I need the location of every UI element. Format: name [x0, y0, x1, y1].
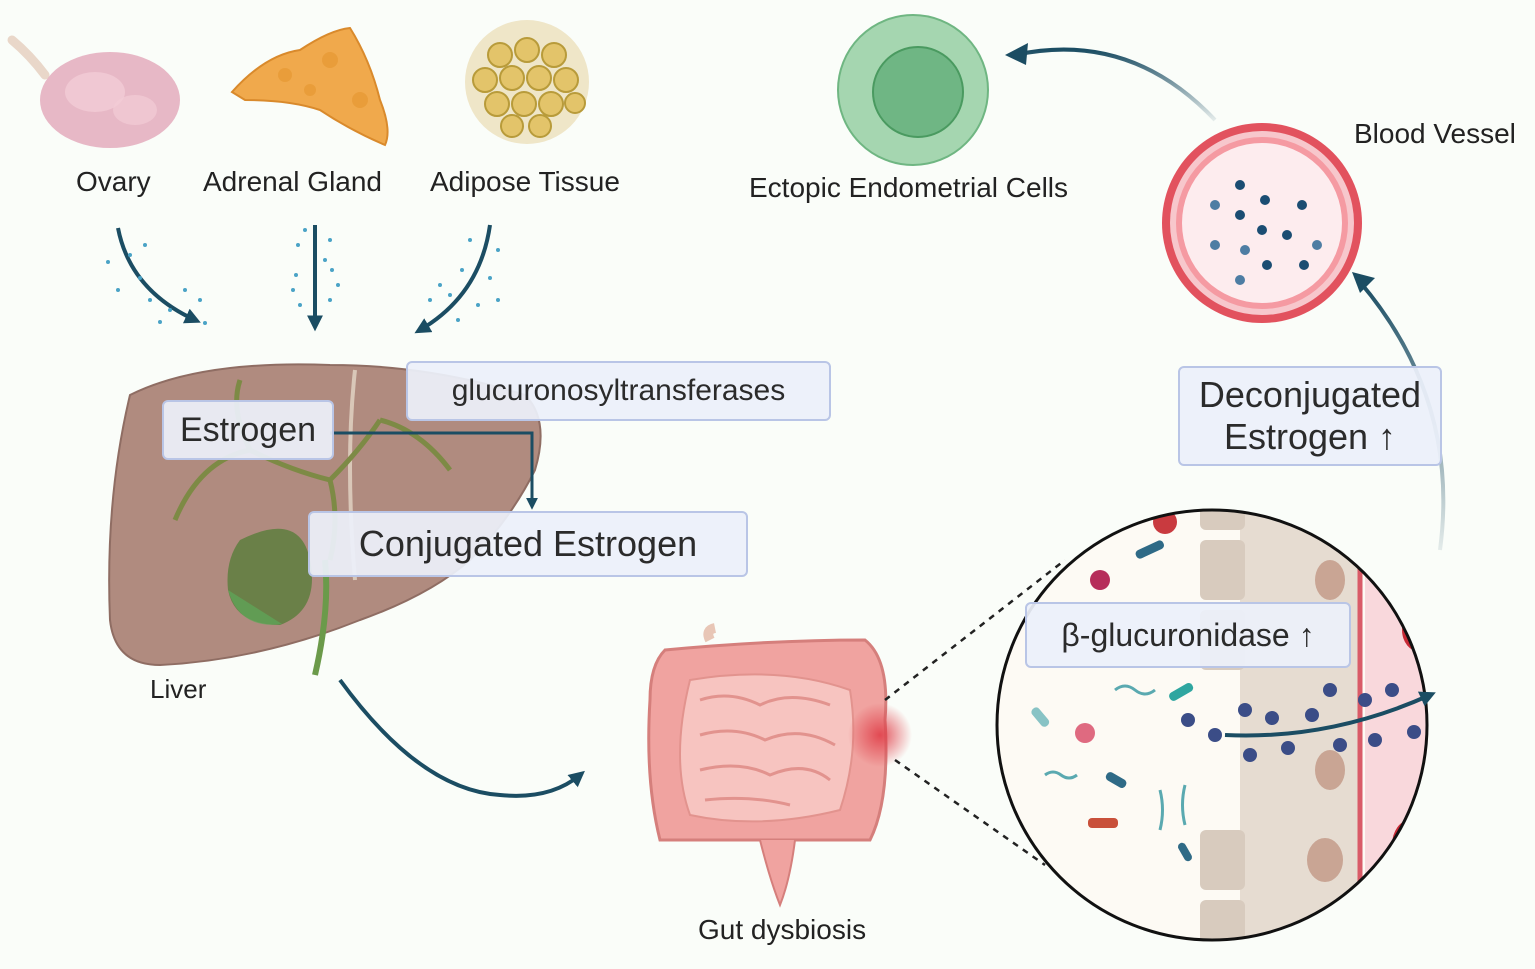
liver-label: Liver — [150, 674, 207, 704]
absorption-arrow — [1224, 691, 1436, 738]
adipose-tissue-label: Adipose Tissue — [430, 166, 620, 197]
blood-vessel-illustration — [1162, 123, 1362, 323]
vessel-to-ectopic-arrow — [1014, 47, 1217, 122]
glucuronosyltransferases-box: glucuronosyltransferases — [406, 361, 831, 421]
blood-vessel-label: Blood Vessel — [1354, 118, 1516, 149]
vessel-to-ectopic-arrowhead — [1005, 43, 1028, 65]
deconjugated-line-1: Deconjugated — [1198, 374, 1422, 415]
ectopic-cell-illustration — [837, 14, 989, 166]
deconjugated-line-2: Estrogen ↑ — [1223, 416, 1397, 457]
ectopic-cells-label: Ectopic Endometrial Cells — [749, 172, 1069, 203]
gut-dysbiosis-label: Gut dysbiosis — [698, 914, 867, 945]
source-arrows — [106, 224, 500, 334]
gut-to-vessel-arrowhead — [1352, 272, 1375, 293]
zoom-line-top — [884, 559, 1066, 701]
adrenal-gland-illustration — [230, 26, 389, 147]
estrogen-box: Estrogen — [162, 400, 334, 460]
deconjugated-estrogen-box: Deconjugated Estrogen ↑ — [1178, 366, 1442, 466]
liver-to-gut-arrow — [338, 678, 585, 798]
conjugation-arrow — [330, 431, 538, 510]
ovary-illustration — [7, 35, 180, 148]
conjugated-estrogen-box: Conjugated Estrogen — [308, 511, 748, 577]
ovary-label: Ovary — [76, 166, 151, 197]
gut-illustration — [647, 623, 912, 908]
adrenal-gland-label: Adrenal Gland — [203, 166, 383, 197]
beta-glucuronidase-box: β-glucuronidase ↑ — [1025, 602, 1351, 668]
gut-zoom-circle — [995, 508, 1429, 942]
adipose-tissue-illustration — [465, 20, 589, 144]
